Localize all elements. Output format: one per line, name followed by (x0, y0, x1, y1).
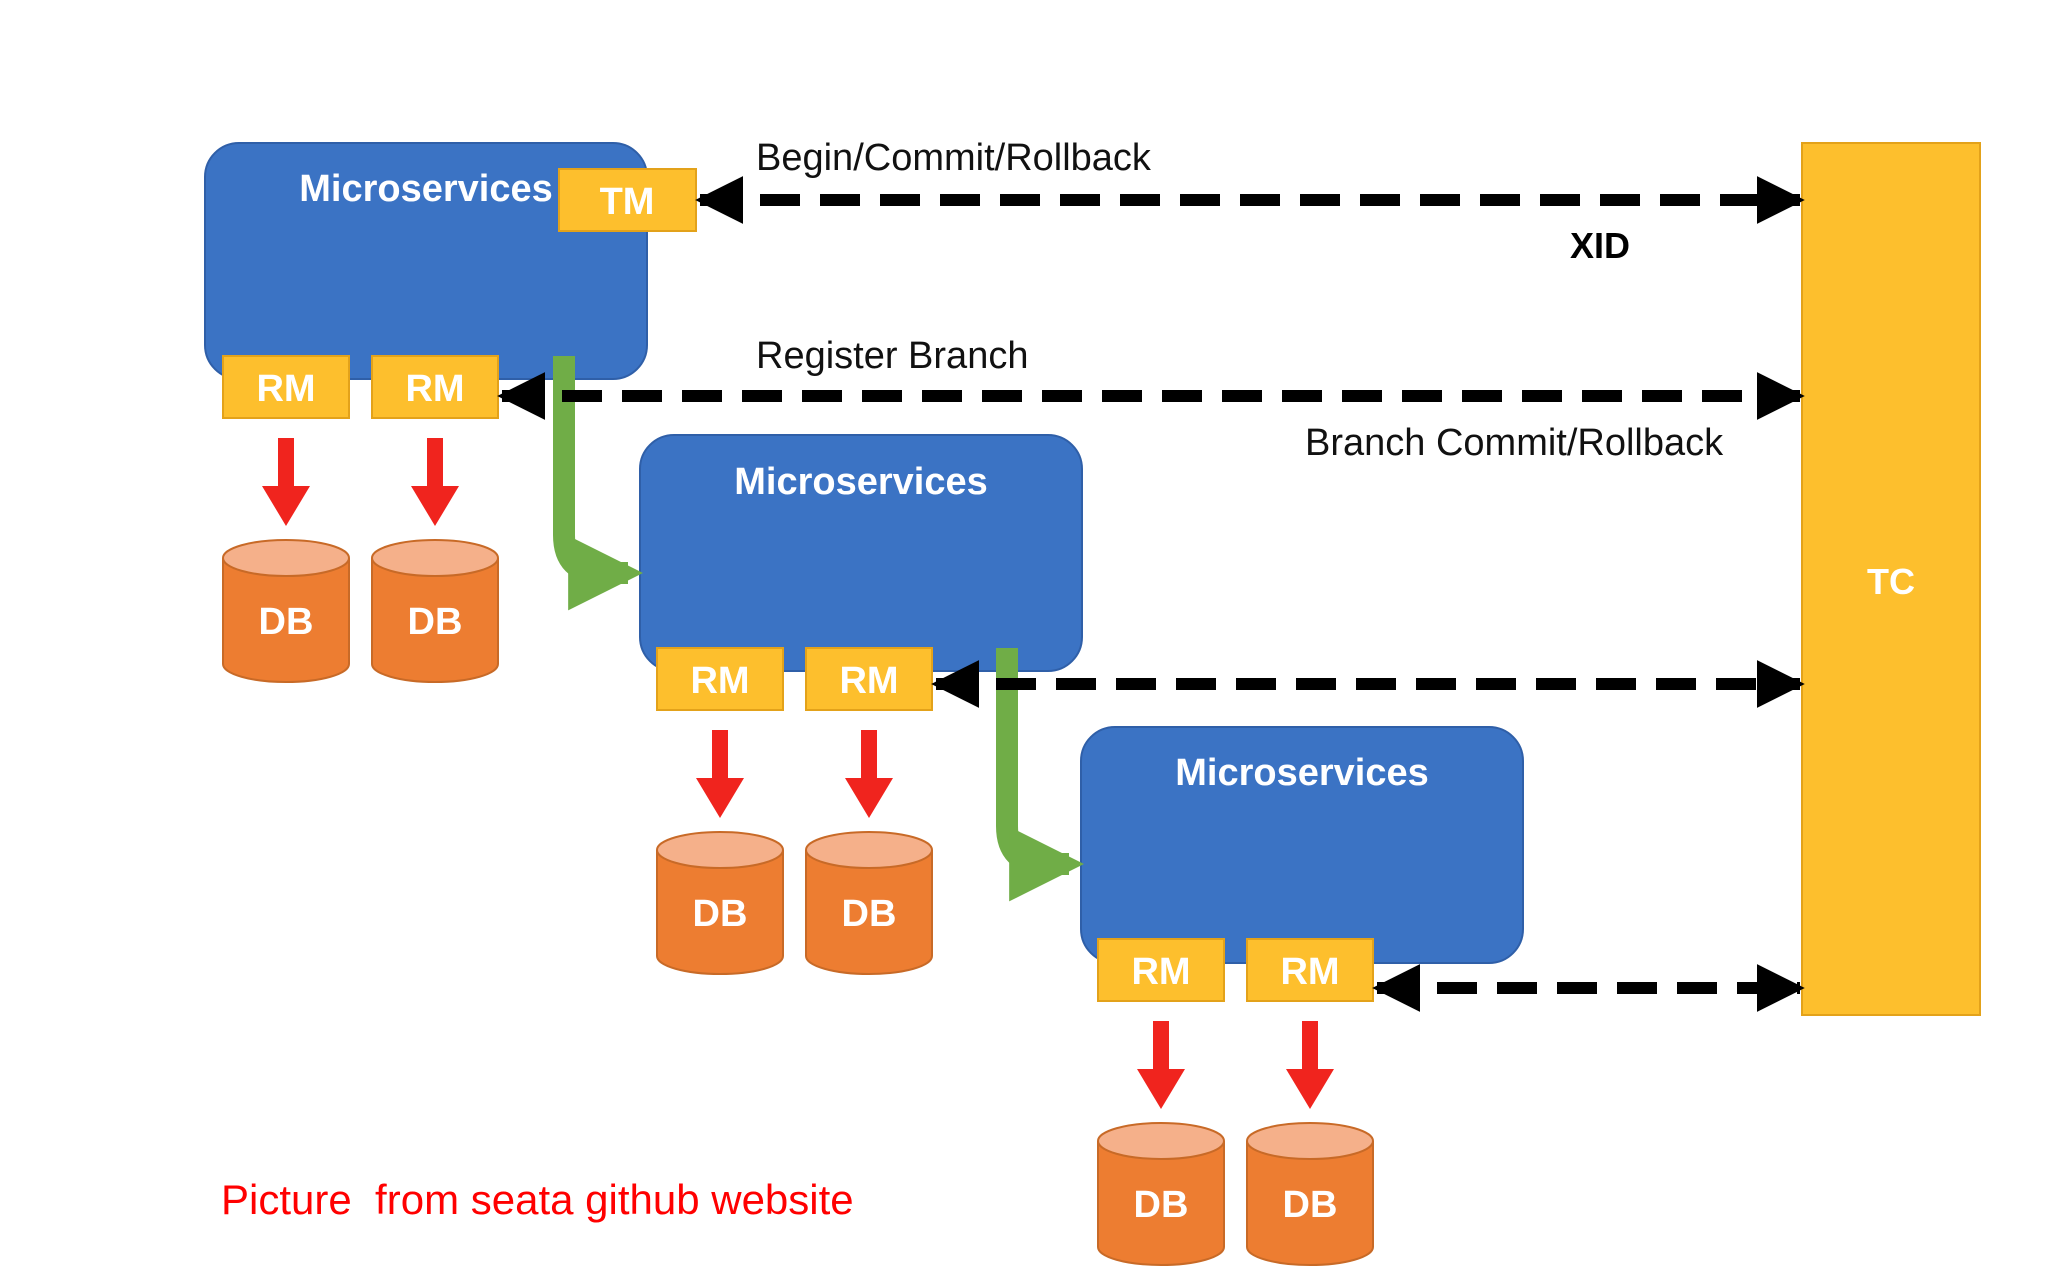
rm-label-1a: RM (256, 368, 315, 410)
microservice-3: Microservices (1080, 726, 1524, 964)
db-cylinder-2a: DB (656, 831, 784, 975)
red-arrow-1a (262, 438, 310, 526)
db-label-3b: DB (1283, 1184, 1338, 1226)
db-label-3a: DB (1134, 1184, 1189, 1226)
db-cylinder-1b: DB (371, 539, 499, 683)
green-call-arrow-2 (996, 648, 1084, 902)
green-call-arrow-1 (553, 356, 643, 611)
red-arrow-2a (696, 730, 744, 818)
microservice-1-label: Microservices (299, 168, 553, 210)
db-label-1a: DB (259, 601, 314, 643)
microservice-2-label: Microservices (734, 461, 988, 503)
db-cylinder-2b: DB (805, 831, 933, 975)
db-cylinder-3b: DB (1246, 1122, 1374, 1266)
rm-box-3b: RM (1246, 938, 1374, 1002)
db-cylinder-3a: DB (1097, 1122, 1225, 1266)
xid-label: XID (1570, 225, 1630, 266)
microservice-3-label: Microservices (1175, 752, 1429, 794)
rm-label-3a: RM (1131, 951, 1190, 993)
rm-label-2b: RM (839, 660, 898, 702)
microservice-2: Microservices (639, 434, 1083, 672)
register-branch-label: Register Branch (756, 335, 1028, 377)
rm-box-2b: RM (805, 647, 933, 711)
tc-label: TC (1867, 561, 1915, 602)
microservice-1: Microservices (204, 142, 648, 380)
begin-commit-rollback-label: Begin/Commit/Rollback (756, 137, 1152, 179)
tm-label: TM (600, 181, 655, 223)
rm-box-3a: RM (1097, 938, 1225, 1002)
rm-box-1b: RM (371, 355, 499, 419)
rm-box-1a: RM (222, 355, 350, 419)
rm-label-1b: RM (405, 368, 464, 410)
red-arrow-3a (1137, 1021, 1185, 1109)
red-arrow-2b (845, 730, 893, 818)
rm-box-2a: RM (656, 647, 784, 711)
rm-label-2a: RM (690, 660, 749, 702)
red-arrow-1b (411, 438, 459, 526)
branch-commit-rollback-label: Branch Commit/Rollback (1305, 422, 1724, 464)
rm-label-3b: RM (1280, 951, 1339, 993)
db-cylinder-1a: DB (222, 539, 350, 683)
db-label-1b: DB (408, 601, 463, 643)
db-label-2a: DB (693, 893, 748, 935)
tc-block: TC (1801, 142, 1981, 1016)
red-arrow-3b (1286, 1021, 1334, 1109)
db-label-2b: DB (842, 893, 897, 935)
tm-box: TM (558, 168, 697, 232)
source-caption: Picture from seata github website (221, 1176, 854, 1223)
